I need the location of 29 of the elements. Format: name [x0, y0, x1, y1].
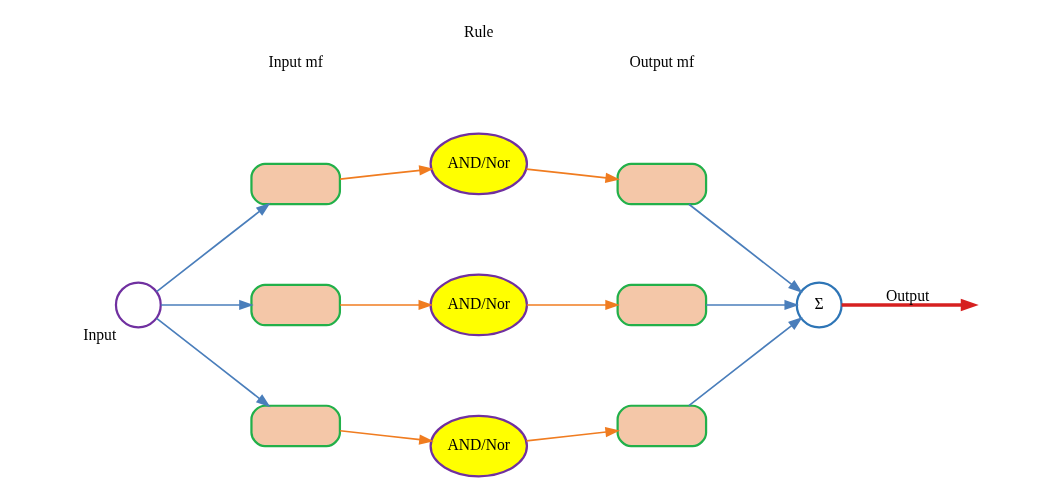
node-label: Input	[82, 325, 116, 343]
arrow	[525, 168, 620, 183]
edge-label: Output	[885, 286, 929, 304]
arrow	[338, 429, 434, 445]
node-box	[616, 283, 707, 327]
arrow	[155, 202, 271, 293]
node-ellipse: AND/Nor	[429, 414, 528, 478]
arrow	[687, 203, 803, 293]
arrow	[338, 165, 434, 181]
node-circle	[114, 281, 162, 329]
arrow	[525, 299, 620, 311]
node-box	[249, 404, 341, 448]
node-box	[249, 162, 341, 206]
label: Input mf	[268, 53, 323, 71]
label: Rule	[463, 23, 494, 40]
arrow	[841, 298, 979, 312]
node-box	[616, 162, 707, 206]
node-ellipse: AND/Nor	[429, 132, 528, 196]
arrow	[525, 427, 620, 442]
node-ellipse: AND/Nor	[429, 273, 528, 337]
arrow	[155, 317, 271, 408]
label: Output mf	[628, 53, 694, 71]
arrow	[159, 299, 254, 311]
node-circle: Σ	[795, 281, 843, 329]
arrow	[338, 299, 433, 311]
arrow	[687, 316, 803, 407]
node-box	[249, 283, 341, 327]
arrow	[704, 299, 799, 311]
node-box	[616, 404, 707, 448]
